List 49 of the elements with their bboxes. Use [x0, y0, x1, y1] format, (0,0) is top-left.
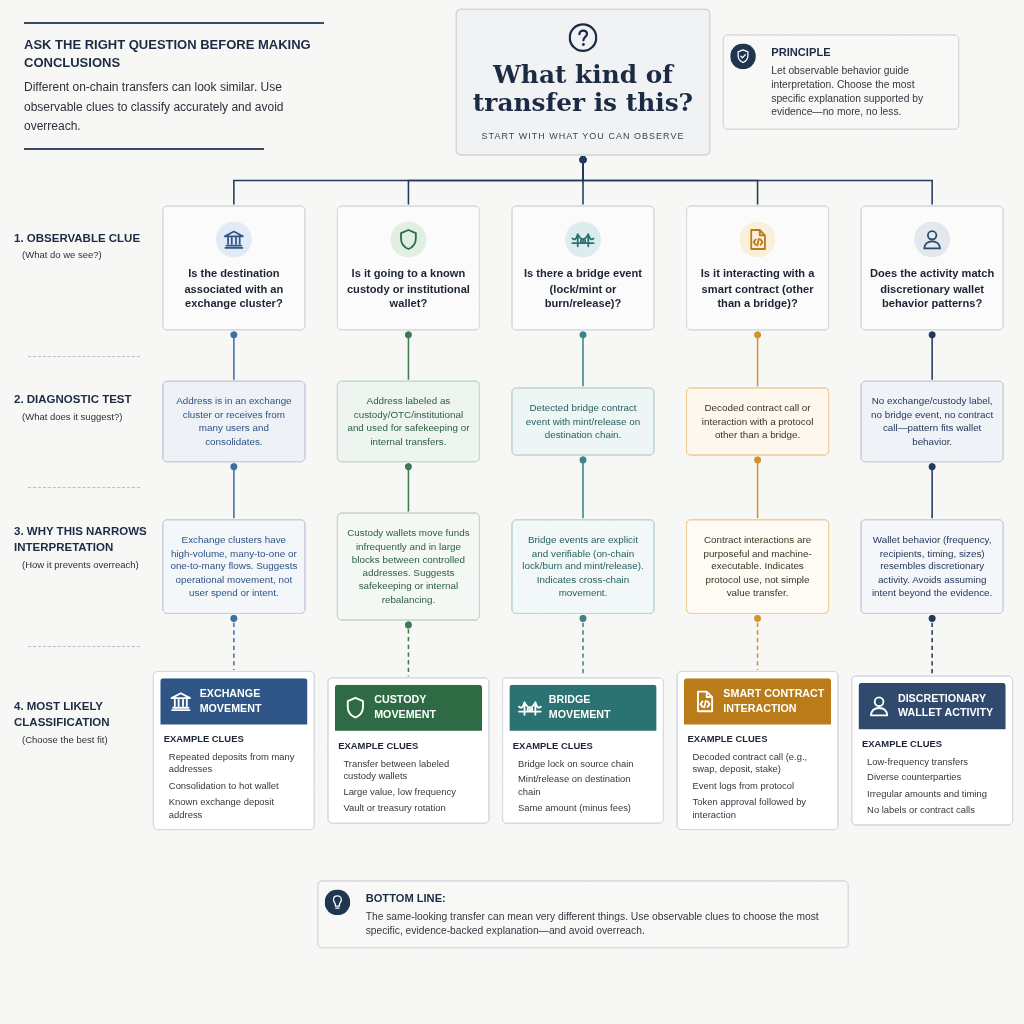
connector-line — [928, 330, 936, 381]
connector-line — [230, 462, 238, 519]
test-box: Detected bridge contract event with mint/release on destination chain. — [511, 387, 655, 456]
test-box: No exchange/custody label, no bridge event, no contract call—pattern fits wallet behavior. — [860, 380, 1004, 463]
intro-text: Different on-chain transfers can look similar. Use observable clues to classify accurately and avoid overreach. — [24, 79, 285, 135]
connector-line — [404, 330, 412, 381]
connector-line — [754, 614, 762, 671]
question-box: Is it interacting with a smart contract (other than a bridge)? — [686, 205, 829, 331]
explanation-box: Contract interactions are purposeful and machine-executable. Indicates protocol use, not simple value transfer. — [686, 519, 829, 614]
row-subheading: (Choose the best fit) — [21, 732, 109, 747]
connector-line — [754, 330, 762, 388]
row-heading: 2. DIAGNOSTIC TEST — [14, 392, 133, 407]
connector-line — [928, 614, 936, 676]
test-box: Address labeled as custody/OTC/institutional and used for safekeeping or internal transfers. — [337, 380, 480, 463]
explanation-box: Custody wallets move funds infrequently and in large blocks between controlled addresses. Suggests safekeeping or internal rebalancing. — [337, 512, 480, 621]
connector-line — [579, 330, 587, 388]
classification-card: BRIDGE MOVEMENT EXAMPLE CLUES Bridge lock on source chain Mint/release on destination chain Same amount (minus fees) — [502, 677, 664, 824]
row-subheading: (What do we see?) — [21, 248, 103, 262]
connector-line — [230, 614, 238, 671]
node-label: The same-looking transfer can mean very different things. Use observable clues to choose the most specific, evidence-backed explanation—and avoid overreach. — [365, 910, 819, 937]
question-box: Is there a bridge event (lock/mint or burn/release)? — [511, 205, 655, 331]
classification-card: CUSTODY MOVEMENT EXAMPLE CLUES Transfer between labeled custody wallets Large value, low frequency Vault or treasury rotation — [327, 677, 490, 824]
connector-line — [579, 155, 933, 206]
row-subheading: (What does it suggest?) — [21, 409, 124, 423]
explanation-box: Bridge events are explicit and verifiable (on-chain lock/burn and mint/release). Indicates cross-chain movement. — [511, 519, 655, 614]
row-subheading: (How it prevents overreach) — [21, 558, 140, 572]
node-label: BOTTOM LINE: — [365, 892, 446, 905]
connector-line — [230, 330, 238, 381]
explanation-box: Exchange clusters have high-volume, many-to-one or one-to-many flows. Suggests operational movement, not user spend or intent. — [162, 519, 306, 614]
row-heading: 3. WHY THIS NARROWS INTERPRETATION — [14, 523, 148, 556]
note-box: BOTTOM LINE: The same-looking transfer can mean very different things. Use observable clues to choose the most specific, evidence-backed explanation—and avoid overreach. — [317, 880, 849, 949]
connector-line — [404, 462, 412, 513]
question-box: What kind of transfer is this? START WITH WHAT YOU CAN OBSERVE — [455, 8, 711, 156]
note-box: PRINCIPLE Let observable behavior guide interpretation. Choose the most specific explanation supported by evidence—no more, no less. — [722, 34, 960, 130]
row-heading: 4. MOST LIKELY CLASSIFICATION — [14, 698, 111, 731]
classification-card: EXCHANGE MOVEMENT EXAMPLE CLUES Repeated deposits from many addresses Consolidation to hot wallet Known exchange deposit address — [153, 671, 315, 831]
connector-line — [579, 455, 587, 519]
classification-card: SMART CONTRACT INTERACTION EXAMPLE CLUES Decoded contract call (e.g., swap, deposit, stake) Event logs from protocol Token approval followed by interaction — [676, 671, 839, 831]
classification-card: DISCRETIONARY WALLET ACTIVITY EXAMPLE CLUES Low-frequency transfers Diverse counterparties Irregular amounts and timing No labels or contract calls — [851, 675, 1013, 826]
question-box: Is it going to a known custody or institutional wallet? — [337, 205, 480, 331]
intro-heading: ASK THE RIGHT QUESTION BEFORE MAKING CONCLUSIONS — [24, 36, 312, 73]
row-heading: 1. OBSERVABLE CLUE — [14, 230, 142, 246]
question-box: Does the activity match discretionary wallet behavior patterns? — [860, 205, 1004, 331]
question-box: Is the destination associated with an exchange cluster? — [162, 205, 306, 331]
explanation-box: Wallet behavior (frequency, recipients, timing, sizes) resembles discretionary activity. Avoids assuming intent beyond the evidence. — [860, 519, 1004, 614]
connector-line — [754, 455, 762, 519]
test-box: Decoded contract call or interaction with a protocol other than a bridge. — [686, 387, 829, 456]
test-box: Address is in an exchange cluster or receives from many users and consolidates. — [162, 380, 306, 463]
connector-line — [928, 462, 936, 519]
